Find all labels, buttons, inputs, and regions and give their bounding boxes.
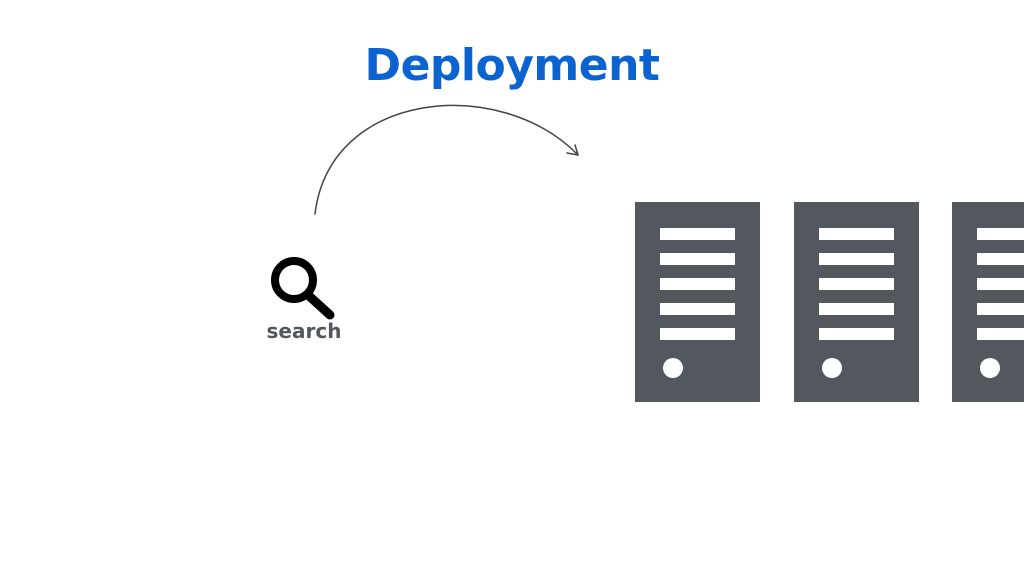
server-led bbox=[822, 358, 842, 378]
server-slot bbox=[977, 228, 1024, 240]
server-slot bbox=[819, 328, 894, 340]
server-led bbox=[663, 358, 683, 378]
arrow-curve bbox=[314, 104, 579, 215]
server-slot bbox=[660, 253, 735, 265]
server-slot bbox=[660, 278, 735, 290]
server-slot bbox=[977, 253, 1024, 265]
server-icon bbox=[635, 202, 760, 402]
server-icon bbox=[952, 202, 1024, 402]
server-slot bbox=[819, 253, 894, 265]
server-slot bbox=[977, 278, 1024, 290]
server-icon bbox=[794, 202, 919, 402]
magnifying-glass-icon bbox=[271, 257, 335, 320]
search-label: search bbox=[266, 319, 342, 343]
slide-title: Deployment bbox=[364, 40, 660, 91]
server-slot bbox=[660, 228, 735, 240]
server-led bbox=[980, 358, 1000, 378]
server-slot bbox=[819, 303, 894, 315]
server-slot bbox=[660, 328, 735, 340]
server-slot bbox=[819, 228, 894, 240]
server-slot bbox=[977, 328, 1024, 340]
arrow-head bbox=[566, 144, 579, 156]
server-slot bbox=[977, 303, 1024, 315]
server-slot bbox=[660, 303, 735, 315]
server-slot bbox=[819, 278, 894, 290]
